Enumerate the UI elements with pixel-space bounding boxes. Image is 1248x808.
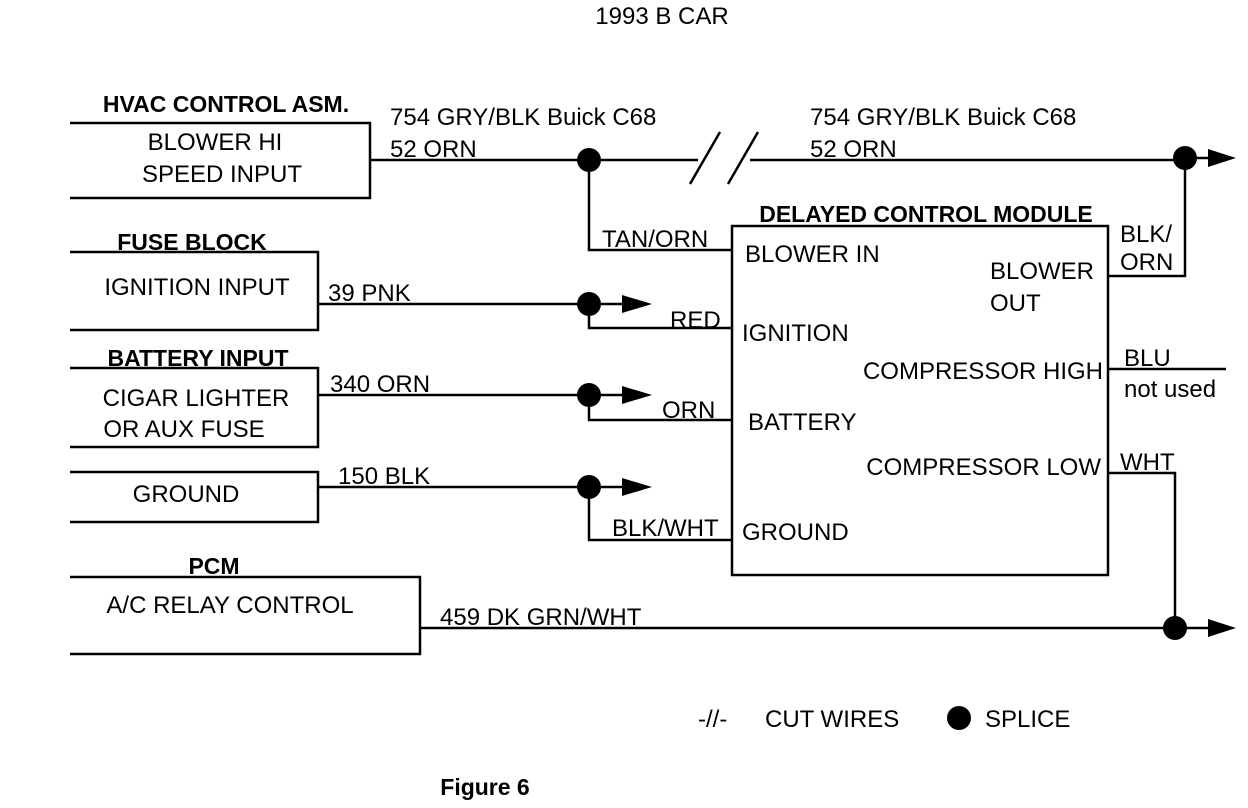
battery-line1: CIGAR LIGHTER [103,385,290,412]
wire-hvac-left-code: 52 ORN [390,136,477,163]
battery-box [70,366,320,449]
figure-caption: Figure 6 [440,774,529,800]
battery-header: BATTERY INPUT [107,345,288,371]
wire-orn [587,395,732,422]
wire-orn-label: ORN [662,397,715,424]
arrow-icon [1208,619,1236,637]
cut-wires-label: CUT WIRES [765,706,899,733]
wire-compressor-high: BLU not used [1108,345,1226,403]
module-box [730,224,1110,577]
wire-hvac-left-desc: 754 GRY/BLK Buick C68 [390,104,656,131]
wire-hvac-right-desc: 754 GRY/BLK Buick C68 [810,104,1076,131]
hvac-line2: SPEED INPUT [142,161,302,188]
wire-wht [1108,471,1177,628]
compressor-high-label: COMPRESSOR HIGH [863,358,1103,385]
arrow-icon [622,386,652,404]
hvac-line1: BLOWER HI [148,129,283,156]
wire-hvac-blower-hi: 754 GRY/BLK Buick C68 52 ORN 754 GRY/BLK… [370,104,1236,278]
arrow-icon [622,295,652,313]
arrow-icon [1208,149,1236,167]
wire-ground: 150 BLK BLK/WHT [318,463,732,542]
wire-hvac-right-code: 52 ORN [810,136,897,163]
delayed-control-module: DELAYED CONTROL MODULE BLOWER IN IGNITIO… [730,201,1110,577]
cut-wires-symbol: -//- [698,706,727,733]
wire-battery: 340 ORN ORN [318,371,732,424]
hvac-control-source: HVAC CONTROL ASM. BLOWER HI SPEED INPUT [70,91,372,200]
compressor-low-label: COMPRESSOR LOW [866,454,1101,481]
wire-tan-orn [587,160,732,252]
arrow-icon [622,478,652,496]
blower-in-label: BLOWER IN [745,241,880,268]
wire-459-label: 459 DK GRN/WHT [440,604,642,631]
fuse-line1: IGNITION INPUT [104,274,290,301]
wire-blk-wht-label: BLK/WHT [612,515,719,542]
splice-label: SPLICE [985,706,1070,733]
fuse-block-source: FUSE BLOCK IGNITION INPUT [70,229,320,332]
battery-input-source: BATTERY INPUT CIGAR LIGHTER OR AUX FUSE [70,345,320,449]
wire-blk-orn-label-1: BLK/ [1120,221,1172,248]
wire-39-pnk-label: 39 PNK [328,280,411,307]
cut-mark-1 [688,131,722,185]
wire-wht-label: WHT [1120,449,1175,476]
not-used-note: not used [1124,376,1216,403]
wire-red [587,304,732,330]
pcm-source: PCM A/C RELAY CONTROL [70,553,422,656]
wire-blk-wht [587,487,732,542]
wire-tan-orn-label: TAN/ORN [602,226,708,253]
wire-150-blk-label: 150 BLK [338,463,430,490]
battery-line2: OR AUX FUSE [103,416,264,443]
wire-blk-orn [1108,158,1187,278]
hvac-header: HVAC CONTROL ASM. [103,91,349,117]
pcm-line1: A/C RELAY CONTROL [106,592,353,619]
cut-mark-2 [726,131,760,185]
fuse-header: FUSE BLOCK [117,229,267,255]
legend: -//- CUT WIRES SPLICE [698,706,1070,733]
wire-blk-orn-label-2: ORN [1120,249,1173,276]
blower-out-label-1: BLOWER [990,258,1094,285]
blower-out-label-2: OUT [990,290,1041,317]
splice-legend-icon [947,706,971,730]
wire-blu-label: BLU [1124,345,1171,372]
pcm-header: PCM [188,553,239,579]
module-title: DELAYED CONTROL MODULE [759,201,1093,227]
diagram-title: 1993 B CAR [595,3,728,30]
wire-red-label: RED [670,307,721,334]
ground-line1: GROUND [133,481,240,508]
battery-label: BATTERY [748,409,856,436]
fuse-box [70,250,320,332]
ignition-label: IGNITION [742,320,849,347]
wire-ignition: 39 PNK RED [318,280,732,334]
ground-box [70,470,320,524]
wire-compressor-low: WHT 459 DK GRN/WHT [420,449,1236,640]
wire-340-orn-label: 340 ORN [330,371,430,398]
ground-source: GROUND [70,470,320,524]
ground-label: GROUND [742,519,849,546]
splice-dot [1163,616,1187,640]
pcm-box [70,575,422,656]
